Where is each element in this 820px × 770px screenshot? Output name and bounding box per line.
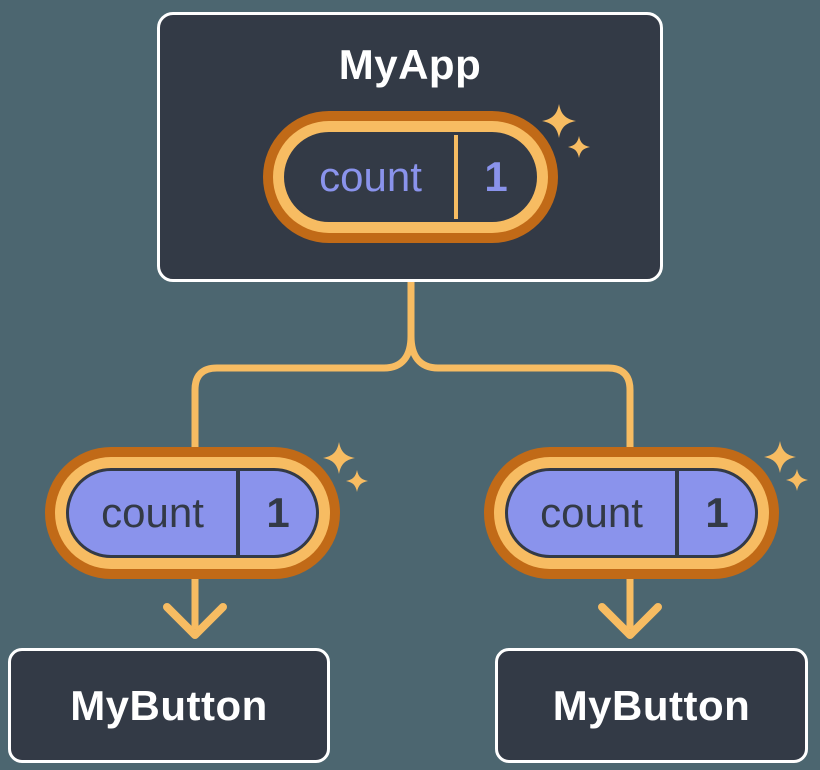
arrow-down-icon [163,603,227,639]
prop-label: count [540,489,643,536]
prop-pill-label-cell: count [69,471,236,555]
pill-divider [675,471,680,555]
state-pill-myapp: count 1 [263,111,558,243]
state-pill-ring: count 1 [273,121,548,233]
node-title-mybutton: MyButton [70,681,268,729]
prop-pill-left: count 1 [45,447,340,579]
connector-branch-right [407,335,634,452]
state-pill-value-cell: 1 [458,135,534,219]
arrow-down-icon [598,603,662,639]
node-mybutton-left: MyButton [8,648,330,763]
prop-value: 1 [705,489,729,536]
prop-pill-value-cell: 1 [240,471,316,555]
node-myapp: MyApp count 1 [157,12,663,282]
prop-pill-ring: count 1 [55,457,330,569]
sparkle-icon [323,442,355,474]
connector-branch-left [191,335,415,452]
node-title-mybutton: MyButton [552,681,751,729]
pill-divider [454,135,459,219]
prop-pill-ring: count 1 [494,457,769,569]
pill-divider [236,471,241,555]
prop-pill-value-cell: 1 [679,471,755,555]
state-pill-label-cell: count [287,135,454,219]
sparkle-icon [764,441,796,473]
state-value: 1 [484,153,508,200]
prop-pill-right: count 1 [484,447,779,579]
sparkle-icon [346,470,368,492]
node-title-myapp: MyApp [338,41,482,88]
sparkle-icon [786,469,808,491]
prop-label: count [101,489,204,536]
prop-value: 1 [266,489,290,536]
state-label: count [319,153,422,200]
prop-pill-label-cell: count [508,471,675,555]
node-mybutton-right: MyButton [495,648,808,763]
